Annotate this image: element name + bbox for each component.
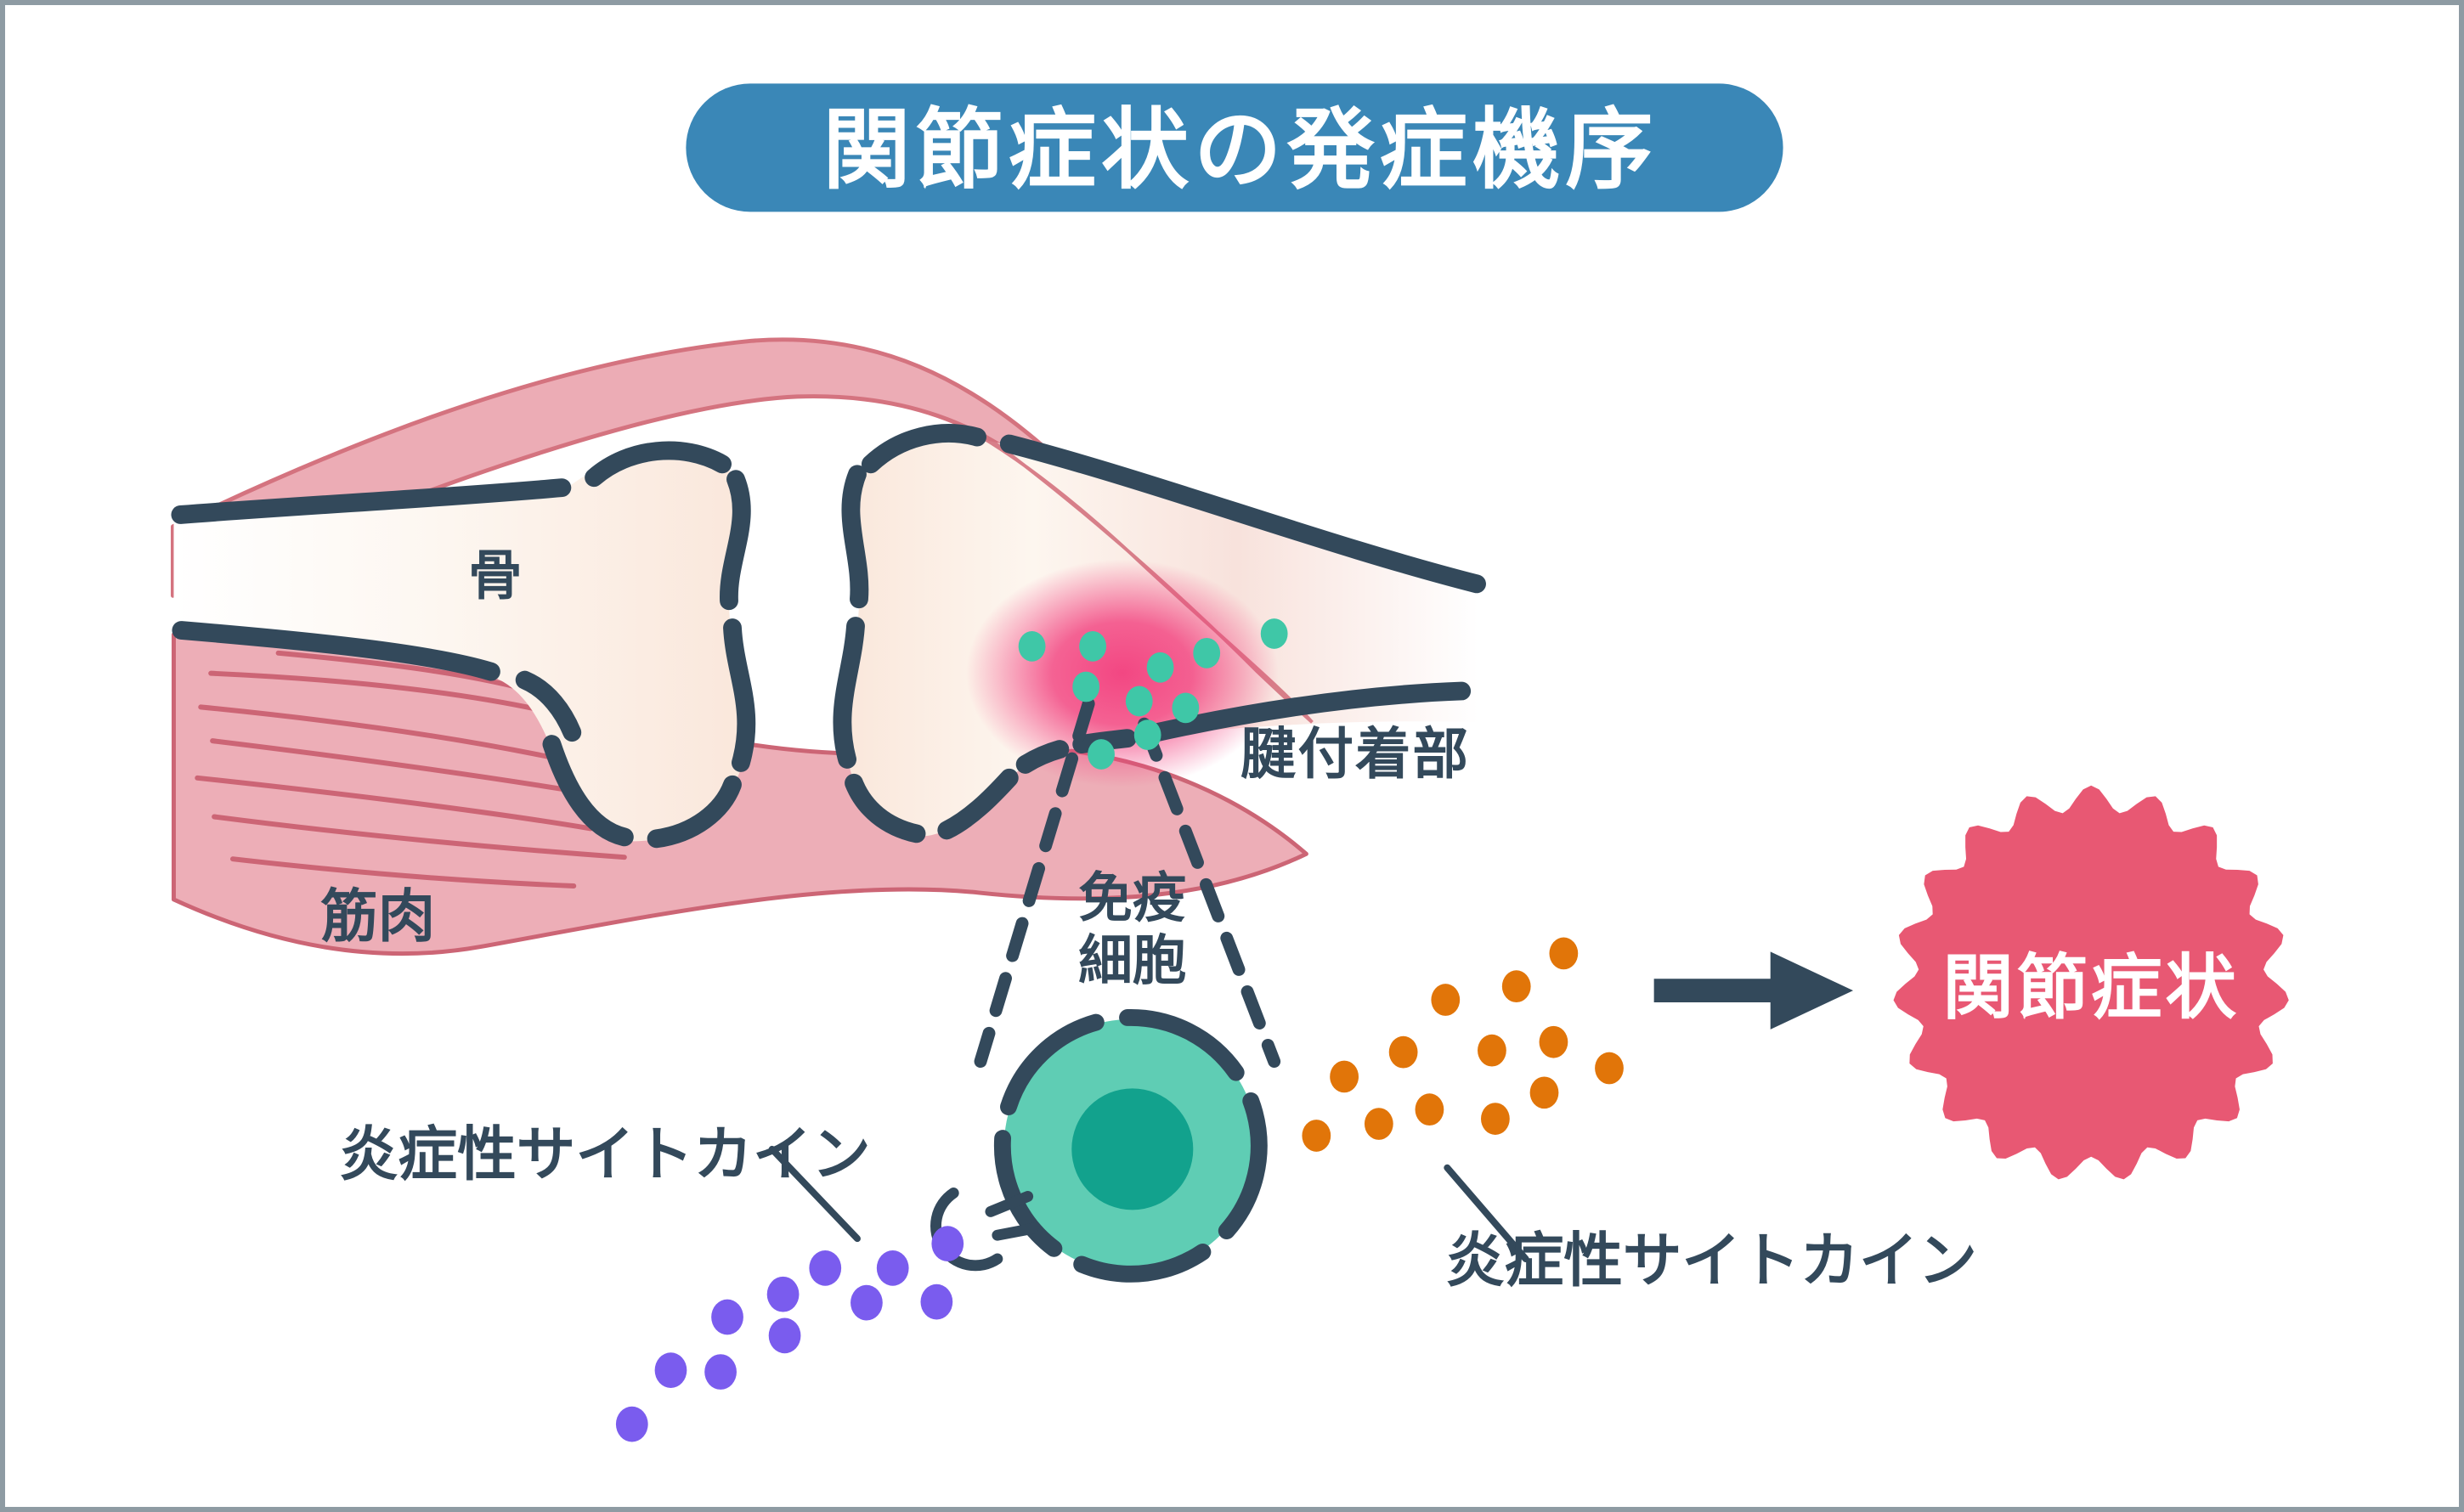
orange-cytokine-dots xyxy=(1302,937,1624,1152)
purple-cytokine-dot xyxy=(931,1226,964,1261)
joint-mechanism-diagram: 関節症状の発症機序 xyxy=(170,83,2289,1442)
teal-cytokine-dot xyxy=(1133,719,1161,751)
purple-cytokine-dot xyxy=(920,1284,953,1320)
orange-cytokine-dot xyxy=(1478,1034,1506,1067)
orange-cytokine-dot xyxy=(1302,1120,1331,1152)
orange-cytokine-dot xyxy=(1549,937,1579,970)
teal-cytokine-dot xyxy=(1125,685,1153,717)
muscle-label: 筋肉 xyxy=(320,883,435,950)
orange-cytokine-dot xyxy=(1539,1025,1568,1058)
teal-cytokine-dot xyxy=(1260,618,1288,649)
orange-cytokine-dot xyxy=(1481,1103,1510,1135)
purple-cytokine-dot xyxy=(809,1250,842,1286)
teal-cytokine-dot xyxy=(1193,637,1221,669)
purple-cytokine-dot xyxy=(711,1299,743,1335)
cytokine-label-right: 炎症性サイトカイン xyxy=(1445,1226,1977,1295)
outcome-label: 関節症状 xyxy=(1942,947,2240,1030)
teal-cytokine-dots xyxy=(1018,618,1288,770)
leader-lines xyxy=(768,1145,1529,1262)
teal-cytokine-dot xyxy=(1072,671,1100,702)
left-cytokine-leader-line xyxy=(768,1145,861,1243)
orange-cytokine-dot xyxy=(1388,1035,1418,1069)
purple-cytokine-dot xyxy=(876,1250,909,1286)
purple-cytokine-dot xyxy=(615,1406,648,1442)
orange-cytokine-dot xyxy=(1501,970,1531,1003)
teal-cytokine-dot xyxy=(1079,630,1107,662)
teal-cytokine-dot xyxy=(1172,692,1200,724)
right-cytokine-leader-line xyxy=(1444,1164,1529,1262)
enthesis-label: 腱付着部 xyxy=(1240,722,1470,787)
purple-cytokine-dot xyxy=(768,1317,801,1354)
bone-outline xyxy=(171,424,1486,849)
orange-cytokine-dot xyxy=(1431,984,1461,1016)
orange-cytokine-dot xyxy=(1595,1052,1624,1085)
teal-cytokine-dot xyxy=(1146,652,1174,683)
inflammation-glow xyxy=(966,559,1279,787)
purple-cytokine-dots xyxy=(615,1226,964,1442)
arrow-icon xyxy=(1653,951,1854,1030)
diagram-labels: 骨 筋肉 腱付着部 免疫 細胞 炎症性サイトカイン 炎症性サイトカイン xyxy=(320,544,1977,1295)
immune-cell xyxy=(930,1008,1268,1283)
joint-symptoms-burst-shape xyxy=(1893,785,2289,1180)
orange-cytokine-dot xyxy=(1415,1093,1444,1126)
left-bone-fill xyxy=(173,449,747,842)
orange-cytokine-dot xyxy=(1529,1076,1559,1109)
title-pill xyxy=(686,83,1783,212)
teal-cytokine-dot xyxy=(1018,630,1046,662)
cytokine-label-left: 炎症性サイトカイン xyxy=(339,1120,871,1188)
bone-label: 骨 xyxy=(468,544,523,606)
immune-cell-membrane-outline xyxy=(993,1008,1268,1283)
page-title: 関節症状の発症機序 xyxy=(822,99,1658,201)
magnifier-funnel-lines xyxy=(974,697,1281,1069)
orange-cytokine-dot xyxy=(1364,1108,1393,1140)
purple-cytokine-dot xyxy=(851,1284,883,1321)
purple-cytokine-dot xyxy=(766,1276,800,1312)
immune-cell-label-line2: 細胞 xyxy=(1078,928,1186,991)
immune-cell-nucleus xyxy=(1071,1088,1194,1210)
purple-cytokine-dot xyxy=(704,1354,737,1390)
immune-cell-label-line1: 免疫 xyxy=(1078,866,1186,929)
purple-cytokine-dot xyxy=(654,1352,687,1388)
tendon-band xyxy=(977,427,1314,724)
joint-symptoms-burst: 関節症状 xyxy=(1893,785,2289,1180)
title-banner: 関節症状の発症機序 xyxy=(686,83,1783,212)
orange-cytokine-dot xyxy=(1330,1060,1359,1093)
teal-cytokine-dot xyxy=(1088,739,1115,770)
